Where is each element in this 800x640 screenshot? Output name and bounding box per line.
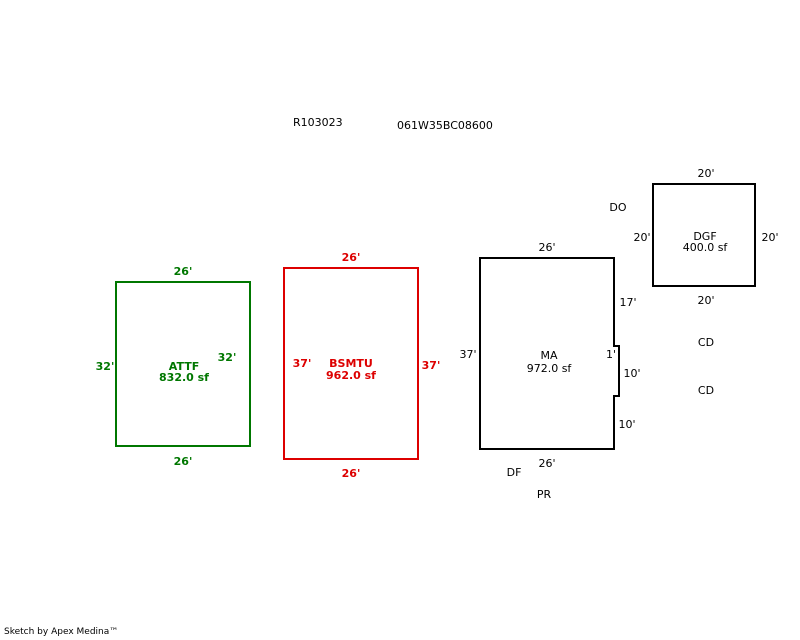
bsmtu-outline — [283, 267, 419, 460]
ma-area-value: 972.0 sf — [527, 362, 573, 375]
account-number: R103023 — [293, 116, 343, 129]
attf-bottom-dim: 26' — [174, 455, 193, 468]
ma-bottom-dim: 26' — [538, 457, 555, 470]
ma-area: 26' 26' 37' 17' 1' 10' 10' MA 972.0 sf — [459, 241, 640, 470]
dgf-left-dim: 20' — [633, 231, 650, 244]
bsmtu-code: BSMTU — [329, 357, 373, 370]
ma-right-lower-dim: 10' — [618, 418, 635, 431]
dgf-outline — [652, 183, 756, 287]
label-df: DF — [507, 466, 522, 479]
map-tax-lot: 061W35BC08600 — [397, 119, 493, 132]
bsmtu-area-value: 962.0 sf — [326, 369, 376, 382]
attf-top-dim: 26' — [174, 265, 193, 278]
bsmtu-left-dim: 37' — [293, 357, 312, 370]
dgf-right-dim: 20' — [761, 231, 778, 244]
ma-left-dim: 37' — [459, 348, 476, 361]
ma-outline — [479, 257, 620, 450]
attf-left-dim: 32' — [96, 360, 115, 373]
dgf-area: 20' 20' 20' 20' DGF 400.0 sf — [633, 167, 778, 307]
ma-top-dim: 26' — [538, 241, 555, 254]
label-do: DO — [609, 201, 626, 214]
attf-area-value: 832.0 sf — [159, 371, 209, 384]
bsmtu-right-dim: 37' — [422, 359, 441, 372]
attf-right-dim: 32' — [218, 351, 237, 364]
label-cd-lower: CD — [698, 384, 714, 397]
bsmtu-top-dim: 26' — [342, 251, 361, 264]
dgf-area-value: 400.0 sf — [683, 241, 729, 254]
bsmtu-bottom-dim: 26' — [342, 467, 361, 480]
label-pr: PR — [537, 488, 552, 501]
attf-outline — [115, 281, 251, 447]
attf-area: 26' 26' 32' 32' ATTF 832.0 sf — [96, 265, 251, 468]
ma-code: MA — [540, 349, 557, 362]
bsmtu-area: 26' 26' 37' 37' BSMTU 962.0 sf — [283, 251, 441, 480]
attf-code: ATTF — [169, 360, 199, 373]
label-cd-upper: CD — [698, 336, 714, 349]
ma-jog-dim: 1' — [606, 348, 616, 361]
sketch-credit: Sketch by Apex Medina™ — [4, 627, 119, 637]
dgf-code: DGF — [693, 230, 716, 243]
dgf-bottom-dim: 20' — [697, 294, 714, 307]
ma-right-upper-dim: 17' — [619, 296, 636, 309]
ma-right-mid-dim: 10' — [623, 367, 640, 380]
dgf-top-dim: 20' — [697, 167, 714, 180]
